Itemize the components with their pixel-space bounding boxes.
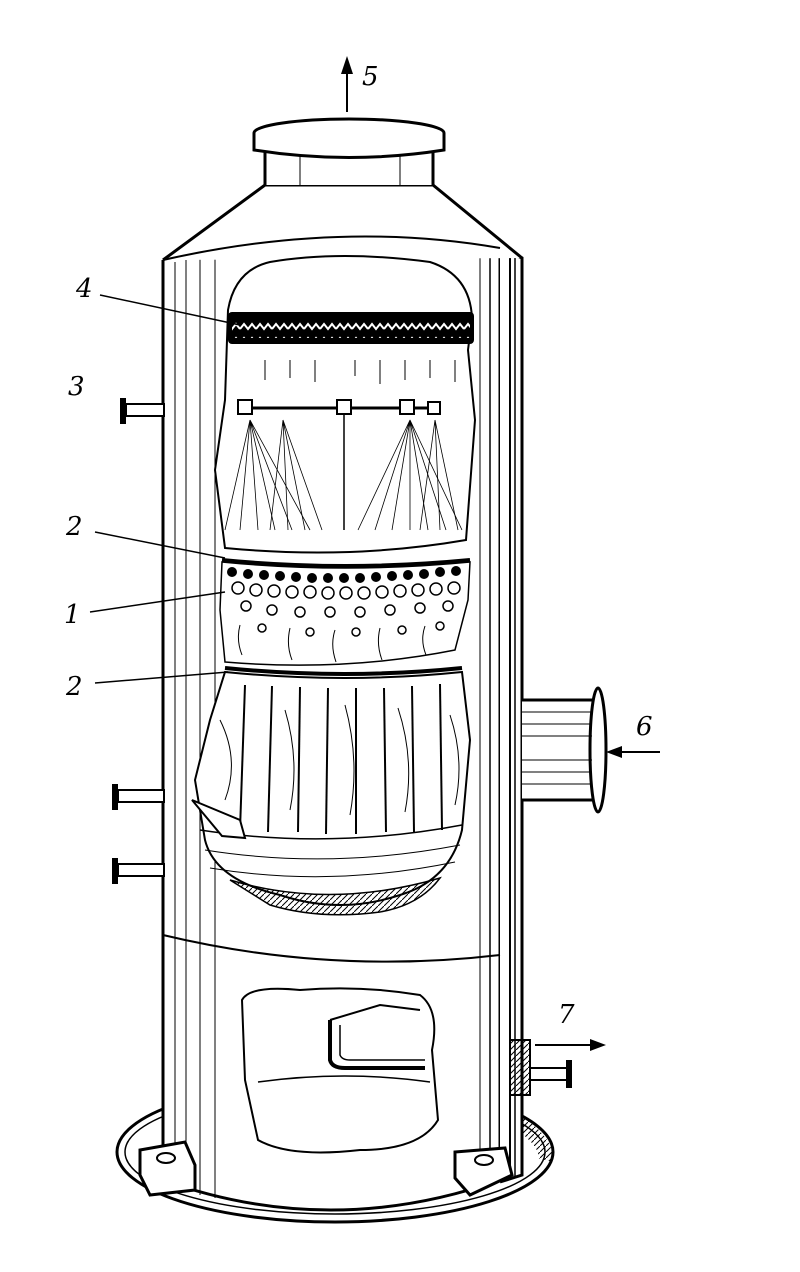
spray-section-cutaway — [213, 255, 477, 554]
support-lugs — [138, 1140, 514, 1197]
label-1: 1 — [64, 600, 81, 630]
label-2-bottom: 2 — [66, 672, 83, 702]
leader-lines — [89, 294, 241, 684]
spray-cones — [224, 419, 463, 531]
label-2-top: 2 — [66, 512, 83, 542]
lower-cutaway — [191, 670, 472, 916]
label-6: 6 — [636, 712, 653, 742]
support-grid-upper — [221, 558, 471, 568]
liquid-inlet-nozzle — [120, 398, 165, 424]
leader-2-top — [94, 531, 226, 559]
side-nozzle-middle — [112, 784, 165, 810]
leader-4 — [99, 294, 241, 326]
support-grid-lower — [224, 666, 463, 676]
liquid-outlet-nozzle — [509, 1039, 606, 1096]
left-nozzles — [112, 398, 165, 884]
mist-eliminator-mesh — [232, 318, 470, 338]
packing-layer — [219, 561, 471, 666]
side-nozzle-lower — [112, 858, 165, 884]
gas-inlet-nozzle — [522, 686, 660, 814]
leader-2-bottom — [94, 671, 229, 684]
leader-1 — [89, 591, 226, 613]
top-cone-and-outlet — [162, 56, 523, 262]
label-4: 4 — [76, 274, 93, 304]
label-3: 3 — [68, 372, 85, 402]
label-7: 7 — [558, 1000, 575, 1030]
sump-cutaway — [240, 987, 440, 1154]
drip-lines — [264, 360, 456, 384]
label-5: 5 — [362, 62, 379, 92]
